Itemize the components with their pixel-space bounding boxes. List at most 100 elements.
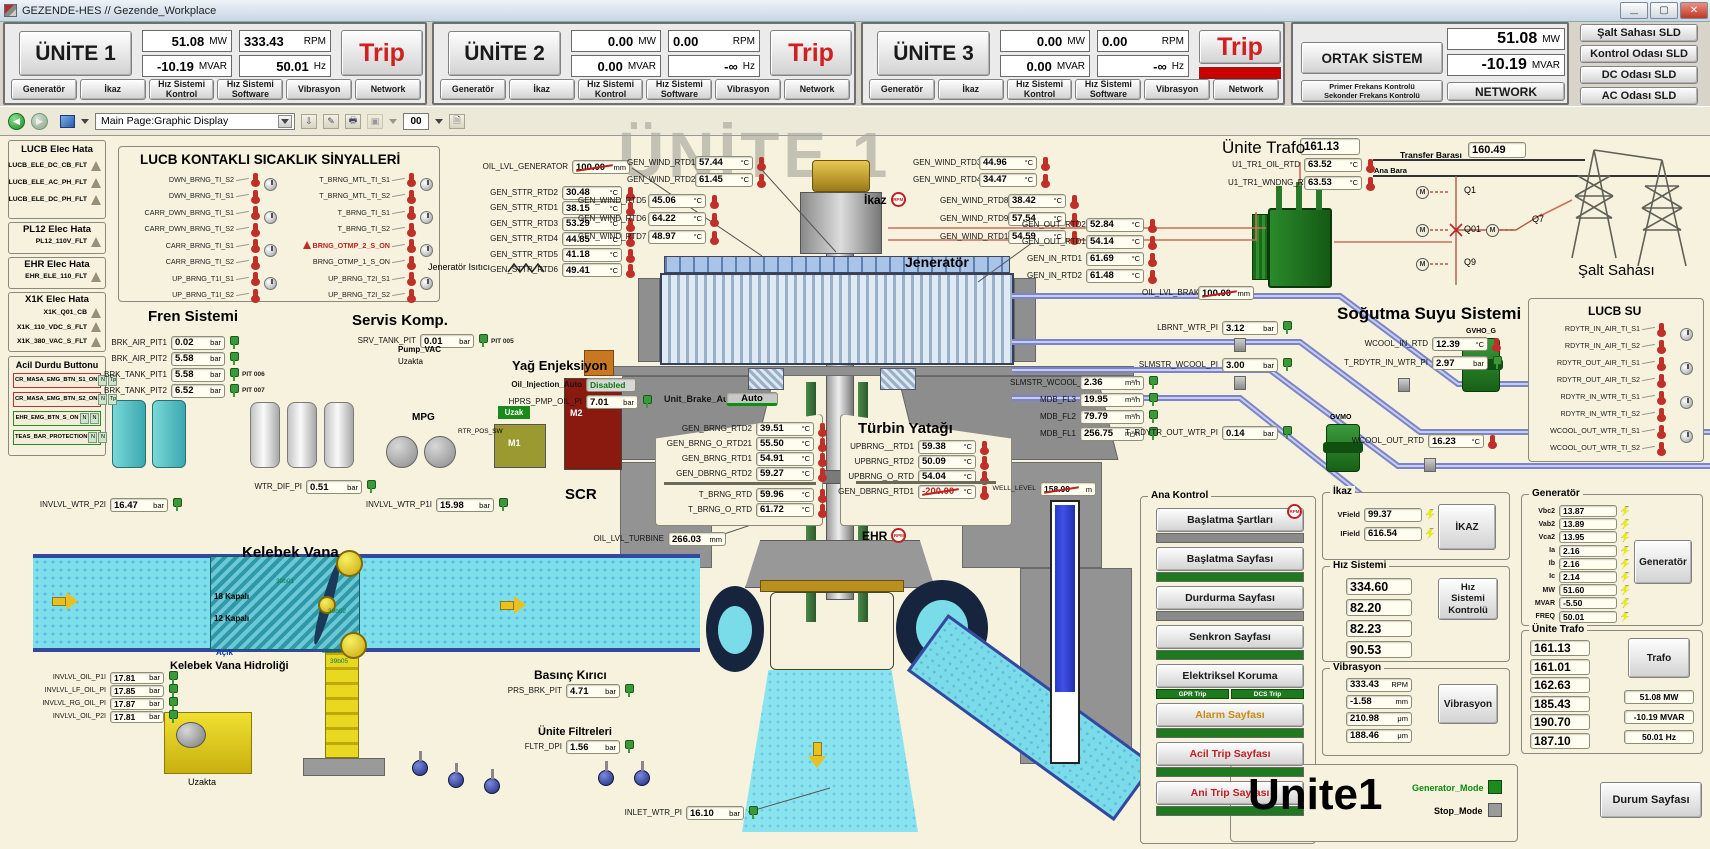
close-button[interactable] bbox=[1680, 2, 1708, 19]
generator-detail-button[interactable]: Generatör bbox=[1634, 540, 1692, 584]
dial-icon[interactable] bbox=[264, 244, 277, 257]
sld-button[interactable]: Kontrol Odası SLD bbox=[1580, 45, 1698, 63]
dial-icon[interactable] bbox=[264, 277, 277, 290]
unit2-button[interactable]: ÜNİTE 2 bbox=[448, 31, 561, 76]
print-icon[interactable]: 🖶 bbox=[345, 113, 361, 129]
filter-valve-1[interactable] bbox=[598, 761, 614, 786]
dial-icon[interactable] bbox=[264, 178, 277, 191]
unit2-trip-button[interactable]: Trip bbox=[770, 30, 852, 76]
alarm-item[interactable]: LUCB_ELE_DC_CB_FLT bbox=[8, 157, 101, 174]
combo-dropdown-icon[interactable] bbox=[278, 114, 292, 128]
alarm-item[interactable]: EHR_ELE_110_FLT bbox=[13, 270, 101, 283]
alarm-item[interactable]: LUCB_ELE_AC_PH_FLT bbox=[9, 174, 101, 191]
emergency-item[interactable]: TEAS_BAR_PROTECTION N N bbox=[13, 429, 108, 445]
alarm-item[interactable]: X1K_380_VAC_S_FLT bbox=[13, 334, 101, 349]
maximize-button[interactable] bbox=[1650, 2, 1678, 19]
unit-nav-button[interactable]: İkaz bbox=[937, 79, 1004, 100]
emergency-item[interactable]: EHR_EMG_BTN_S_ON N N bbox=[13, 410, 101, 426]
drain-valve-2[interactable] bbox=[448, 763, 464, 788]
alarm-item[interactable]: LUCB_ELE_DC_PH_FLT bbox=[9, 191, 101, 208]
unit3-button[interactable]: ÜNİTE 3 bbox=[877, 31, 990, 76]
unit-nav-button[interactable]: Hız Sistemi Kontrol bbox=[577, 79, 644, 100]
unit-nav-button[interactable]: Vibrasyon bbox=[715, 79, 782, 100]
dial-icon[interactable] bbox=[1680, 396, 1693, 409]
unit-nav-button[interactable]: Network bbox=[784, 79, 850, 100]
unit-nav-button[interactable]: İkaz bbox=[79, 79, 146, 100]
unit-nav-button[interactable]: Generatör bbox=[11, 79, 77, 100]
network-button[interactable]: NETWORK bbox=[1447, 82, 1565, 101]
unit1-trip-button[interactable]: Trip bbox=[341, 30, 423, 76]
unit-nav-button[interactable]: İkaz bbox=[508, 79, 575, 100]
well-level-gauge[interactable] bbox=[1050, 500, 1080, 764]
unit-nav-button[interactable]: Hız Sistemi Software bbox=[646, 79, 713, 100]
dial-icon[interactable] bbox=[1680, 362, 1693, 375]
minimize-button[interactable] bbox=[1620, 2, 1648, 19]
unit1-button[interactable]: ÜNİTE 1 bbox=[19, 31, 132, 76]
unit-nav-button[interactable]: Hız Sistemi Kontrol bbox=[1006, 79, 1073, 100]
valve-servo-top[interactable] bbox=[336, 550, 363, 577]
report-icon[interactable]: 🗎 bbox=[449, 113, 465, 129]
filter-valve-2[interactable] bbox=[634, 761, 650, 786]
small-valve-icon[interactable] bbox=[1234, 376, 1246, 390]
dial-icon[interactable] bbox=[264, 211, 277, 224]
dial-icon[interactable] bbox=[1680, 328, 1693, 341]
transfer-bus-kv-box[interactable]: 160.49 bbox=[1468, 142, 1526, 158]
unit-nav-button[interactable]: Network bbox=[1213, 79, 1279, 100]
dial-icon[interactable] bbox=[420, 244, 433, 257]
drain-valve-1[interactable] bbox=[412, 751, 428, 776]
alarm-item[interactable]: X1K_110_VDC_S_FLT bbox=[13, 320, 101, 335]
control-page-button[interactable]: Senkron Sayfası bbox=[1156, 625, 1304, 649]
trafo-kv-box[interactable]: 161.13 bbox=[1300, 138, 1360, 155]
control-page-button[interactable]: Durdurma Sayfası bbox=[1156, 586, 1304, 610]
dial-icon[interactable] bbox=[420, 211, 433, 224]
signal-row: CARR_BRNG_TI_S2 bbox=[128, 255, 260, 270]
unit-nav-button[interactable]: Vibrasyon bbox=[1144, 79, 1211, 100]
pin-icon[interactable]: ✎ bbox=[323, 113, 339, 129]
small-valve-icon[interactable] bbox=[1398, 378, 1410, 392]
unit-nav-button[interactable]: Hız Sistemi Software bbox=[217, 79, 284, 100]
dial-icon[interactable] bbox=[420, 178, 433, 191]
unit-nav-button[interactable]: Hız Sistemi Software bbox=[1075, 79, 1142, 100]
export-icon[interactable]: ⇩ bbox=[301, 113, 317, 129]
unit-nav-button[interactable]: Network bbox=[355, 79, 421, 100]
sld-button[interactable]: AC Odası SLD bbox=[1580, 87, 1698, 105]
governor-button[interactable]: Hız Sistemi Kontrolü bbox=[1438, 578, 1498, 620]
control-page-button[interactable]: Alarm Sayfası bbox=[1156, 703, 1304, 727]
drain-valve-3[interactable] bbox=[484, 769, 500, 794]
unit-nav-button[interactable]: Generatör bbox=[440, 79, 506, 100]
dial-icon[interactable] bbox=[1680, 430, 1693, 443]
sld-button[interactable]: Şalt Sahası SLD bbox=[1580, 24, 1698, 42]
unit-nav-button[interactable]: Generatör bbox=[869, 79, 935, 100]
forward-icon[interactable]: ▶ bbox=[31, 112, 48, 130]
gvmo-valve[interactable] bbox=[1323, 424, 1363, 472]
control-page-button[interactable]: Acil Trip Sayfası bbox=[1156, 742, 1304, 766]
control-page-button[interactable]: Başlatma Sayfası bbox=[1156, 547, 1304, 571]
valve-servo-bottom[interactable] bbox=[340, 632, 367, 659]
unit3-trip-button[interactable]: Trip bbox=[1199, 30, 1281, 64]
small-valve-icon[interactable] bbox=[1234, 338, 1246, 352]
control-page-button[interactable]: Elektriksel Koruma bbox=[1156, 664, 1304, 688]
cube-dropdown-icon[interactable] bbox=[81, 118, 89, 124]
emergency-item[interactable]: CR_MASA_EMG_BTN_S1_ON N Tp bbox=[13, 372, 118, 388]
alarm-item[interactable]: PL12_110V_FLT bbox=[13, 235, 101, 248]
control-page-button[interactable]: Ani Trip Sayfası bbox=[1156, 781, 1304, 805]
excitation-button[interactable]: İKAZ bbox=[1438, 504, 1496, 550]
control-page-button[interactable]: Başlatma Şartları bbox=[1156, 508, 1304, 532]
zoom-level-box[interactable]: 00 bbox=[403, 112, 429, 130]
alarm-item[interactable]: X1K_Q01_CB bbox=[13, 305, 101, 320]
transformer-detail-button[interactable]: Trafo bbox=[1628, 638, 1690, 678]
emergency-item[interactable]: CR_MASA_EMG_BTN_S2_ON N Tp bbox=[13, 391, 118, 407]
unit-nav-button[interactable]: Hız Sistemi Kontrol bbox=[148, 79, 215, 100]
display-cube-icon[interactable] bbox=[60, 114, 75, 128]
back-icon[interactable]: ◀ bbox=[8, 112, 25, 130]
status-page-button[interactable]: Durum Sayfası bbox=[1600, 782, 1702, 818]
zoom-dropdown-icon[interactable] bbox=[435, 118, 443, 124]
vibration-button[interactable]: Vibrasyon bbox=[1438, 684, 1498, 724]
sld-button[interactable]: DC Odası SLD bbox=[1580, 66, 1698, 84]
unit-nav-button[interactable]: Vibrasyon bbox=[286, 79, 353, 100]
common-system-button[interactable]: ORTAK SİSTEM bbox=[1301, 42, 1443, 74]
page-selector[interactable]: Main Page:Graphic Display bbox=[95, 112, 295, 130]
dial-icon[interactable] bbox=[420, 277, 433, 290]
small-valve-icon[interactable] bbox=[1424, 458, 1436, 472]
